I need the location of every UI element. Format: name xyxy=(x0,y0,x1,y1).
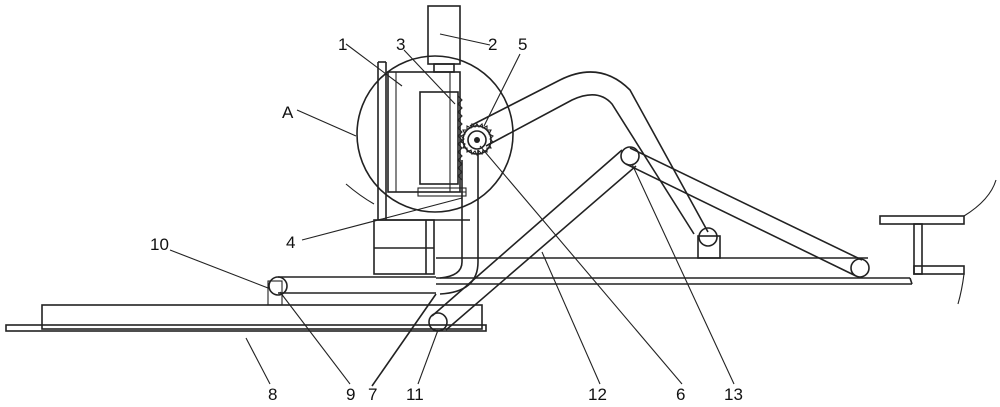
callout-labels: 1 2 3 4 5 6 7 8 9 10 11 12 13 A xyxy=(150,35,743,404)
right-bracket xyxy=(879,179,997,305)
leader-lines xyxy=(169,33,735,385)
label-6: 6 xyxy=(676,385,685,404)
label-13: 13 xyxy=(724,385,743,404)
label-a: A xyxy=(282,103,294,122)
end-roller xyxy=(850,258,870,278)
upper-rail xyxy=(436,257,913,285)
bottom-plate-4 xyxy=(417,187,467,197)
motor-2 xyxy=(427,5,461,73)
label-2: 2 xyxy=(488,35,497,54)
label-4: 4 xyxy=(286,233,295,252)
link-12 xyxy=(431,149,637,331)
lower-rail xyxy=(267,276,436,306)
pivot-pin xyxy=(620,146,640,166)
gear-5 xyxy=(460,122,494,157)
label-1: 1 xyxy=(338,35,347,54)
label-10: 10 xyxy=(150,235,169,254)
hinge-pin-9 xyxy=(268,276,288,296)
base-plate xyxy=(5,304,487,332)
housing-1 xyxy=(387,71,461,193)
label-11: 11 xyxy=(406,385,424,404)
label-3: 3 xyxy=(396,35,405,54)
roller-slide xyxy=(697,227,721,259)
link-7 xyxy=(371,293,437,387)
label-8: 8 xyxy=(268,385,277,404)
label-7: 7 xyxy=(368,385,377,404)
label-12: 12 xyxy=(588,385,607,404)
label-9: 9 xyxy=(346,385,355,404)
cut-line xyxy=(345,183,375,205)
rack-3 xyxy=(419,91,463,185)
detail-circle-a xyxy=(356,55,514,213)
curved-arm-6 xyxy=(469,71,709,235)
link-13 xyxy=(625,147,863,277)
frame-column xyxy=(373,61,479,295)
label-5: 5 xyxy=(518,35,527,54)
